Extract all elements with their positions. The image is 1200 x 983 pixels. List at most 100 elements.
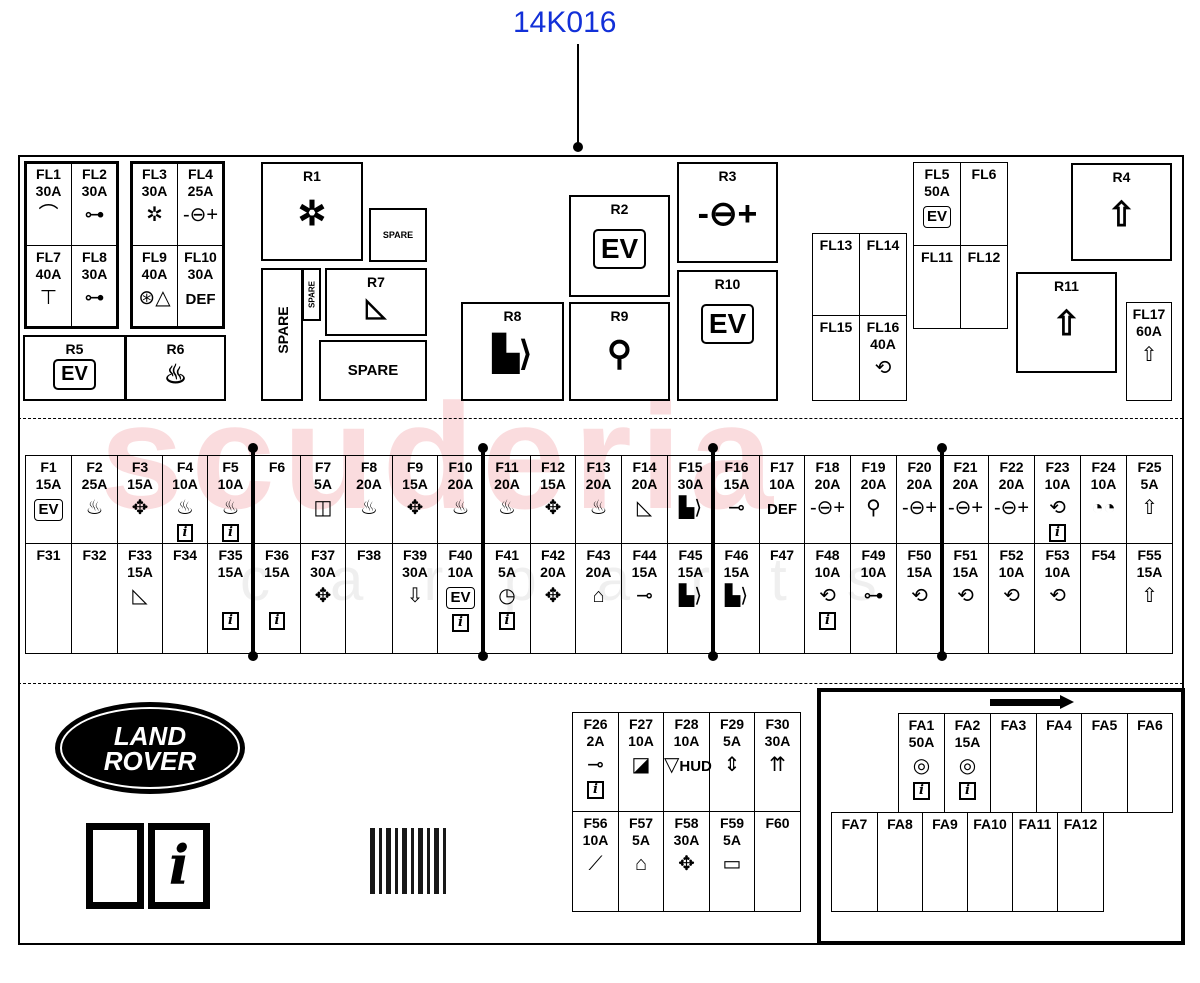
relay-r6[interactable]: R6♨ bbox=[125, 335, 226, 401]
fuse-fl13[interactable]: FL13 bbox=[812, 233, 860, 316]
fuse-fl14[interactable]: FL14 bbox=[859, 233, 907, 316]
fuse-fl12[interactable]: FL12 bbox=[960, 245, 1008, 329]
book-info-icon: i bbox=[222, 612, 239, 630]
fuse-f32[interactable]: F32 bbox=[71, 543, 118, 654]
relay-r1[interactable]: R1✲ bbox=[261, 162, 363, 261]
fuse-rating: 15A bbox=[723, 476, 750, 492]
relay-r4[interactable]: R4⇧ bbox=[1071, 163, 1172, 261]
fuse-rating: 10A bbox=[628, 733, 654, 749]
fuse-f34[interactable]: F34 bbox=[162, 543, 208, 654]
fuse-fa6[interactable]: FA6 bbox=[1127, 713, 1173, 813]
fuse-f38[interactable]: F38 bbox=[345, 543, 393, 654]
relay-r3[interactable]: R3-⊖+ bbox=[677, 162, 778, 263]
fuse-text: HUD bbox=[679, 758, 712, 775]
fuse-fa12[interactable]: FA12 bbox=[1057, 812, 1104, 912]
fuse-f60[interactable]: F60 bbox=[754, 811, 801, 912]
relay-r11[interactable]: R11⇧ bbox=[1016, 272, 1117, 373]
fuse-label: F22 bbox=[999, 459, 1024, 475]
relay-r7[interactable]: R7◺ bbox=[325, 268, 427, 336]
fuse-f31[interactable]: F31 bbox=[25, 543, 72, 654]
fuse-icons: ⟲i bbox=[1035, 497, 1080, 542]
fuse-label: FA8 bbox=[887, 816, 913, 832]
fuse-fl15[interactable]: FL15 bbox=[812, 315, 860, 401]
relay-r9[interactable]: R9⚲ bbox=[569, 302, 670, 401]
fuse-rating: 10A bbox=[673, 733, 700, 749]
fuse-icons: ✥ bbox=[531, 585, 575, 607]
fuse-fl11[interactable]: FL11 bbox=[913, 245, 961, 329]
fuse-f47[interactable]: F47 bbox=[759, 543, 805, 654]
alarm-icon: ⇧ bbox=[1052, 305, 1081, 343]
relay-r8[interactable]: R8▙⟩ bbox=[461, 302, 564, 401]
fuse-f6[interactable]: F6 bbox=[253, 455, 301, 544]
power-socket-icon: -⊖+ bbox=[182, 204, 219, 226]
fuse-icons: ⟲ bbox=[897, 585, 942, 607]
fuse-fl6[interactable]: FL6 bbox=[960, 162, 1008, 246]
fuse-label: F49 bbox=[861, 547, 886, 563]
fuse-f54[interactable]: F54 bbox=[1080, 543, 1127, 654]
spare-label-small: SPARE bbox=[382, 230, 414, 240]
